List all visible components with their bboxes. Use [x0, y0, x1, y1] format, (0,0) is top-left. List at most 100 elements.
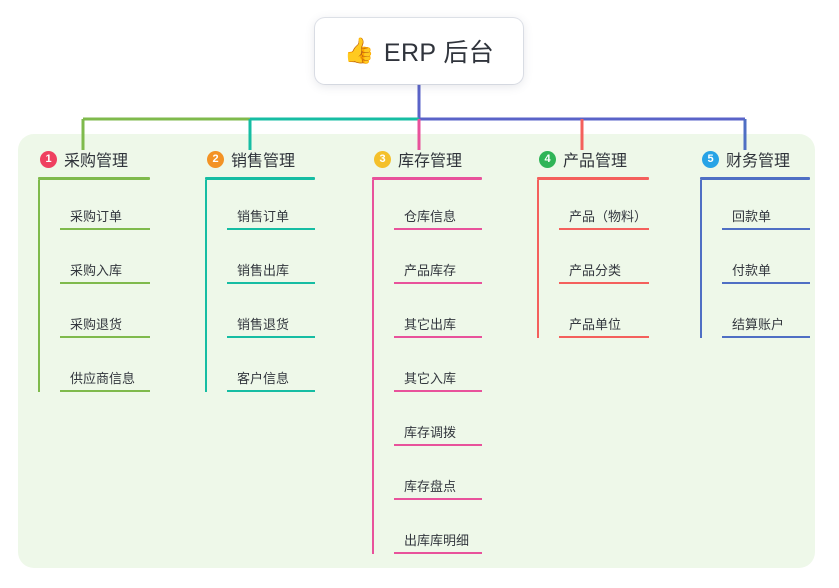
branch-item-underline [394, 444, 482, 446]
branch-item[interactable]: 出库库明细 [394, 504, 482, 558]
branch-item[interactable]: 回款单 [722, 180, 810, 234]
branch-item-underline [227, 336, 315, 338]
branch-underline [700, 177, 810, 180]
branch-underline [537, 177, 649, 180]
branch-item-underline [394, 336, 482, 338]
branch-item-label: 销售退货 [237, 317, 290, 332]
branch-title: 产品管理 [563, 153, 628, 170]
branch-item-label: 结算账户 [732, 317, 785, 332]
branch-column-4: 4 产品管理产品（物料） 产品分类产品单位 [537, 146, 649, 342]
branch-item-label: 付款单 [732, 263, 772, 278]
branch-number-badge: 3 [374, 150, 391, 168]
branch-item-list: 销售订单销售出库销售退货客户信息 [205, 180, 315, 396]
branch-spine [372, 180, 374, 554]
branch-number-badge: 4 [539, 150, 556, 168]
branch-title: 销售管理 [231, 153, 296, 170]
branch-item-list: 产品（物料） 产品分类产品单位 [537, 180, 649, 342]
branch-item[interactable]: 其它出库 [394, 288, 482, 342]
branch-item-list: 回款单付款单结算账户 [700, 180, 810, 342]
branch-item-label: 产品分类 [569, 263, 622, 278]
branch-number-badge: 5 [702, 150, 719, 168]
branch-item-label: 采购订单 [70, 209, 123, 224]
branch-item[interactable]: 供应商信息 [60, 342, 150, 396]
branch-item-label: 客户信息 [237, 371, 290, 386]
thumbs-up-emoji: 👍 [343, 36, 375, 65]
branch-spine [38, 180, 40, 392]
diagram-panel [18, 134, 815, 568]
branch-item[interactable]: 库存调拨 [394, 396, 482, 450]
branch-item-label: 采购入库 [70, 263, 123, 278]
branch-underline [205, 177, 315, 180]
branch-item[interactable]: 销售退货 [227, 288, 315, 342]
branch-header-2[interactable]: 2 销售管理 [205, 146, 315, 172]
branch-item-underline [394, 390, 482, 392]
branch-item[interactable]: 客户信息 [227, 342, 315, 396]
branch-item-underline [227, 228, 315, 230]
branch-item-underline [227, 282, 315, 284]
branch-item[interactable]: 结算账户 [722, 288, 810, 342]
branch-number-badge: 2 [207, 150, 224, 168]
branch-item-underline [722, 282, 810, 284]
branch-item-label: 回款单 [732, 209, 772, 224]
branch-item-underline [394, 552, 482, 554]
branch-column-1: 1 采购管理采购订单采购入库采购退货供应商信息 [38, 146, 150, 396]
branch-item-list: 采购订单采购入库采购退货供应商信息 [38, 180, 150, 396]
branch-underline [38, 177, 150, 180]
branch-header-1[interactable]: 1 采购管理 [38, 146, 150, 172]
branch-item[interactable]: 销售订单 [227, 180, 315, 234]
branch-number-badge: 1 [40, 150, 57, 168]
branch-item[interactable]: 采购退货 [60, 288, 150, 342]
branch-spine [205, 180, 207, 392]
branch-item[interactable]: 产品分类 [559, 234, 649, 288]
branch-title: 采购管理 [64, 153, 129, 170]
branch-item-underline [227, 390, 315, 392]
branch-item-label: 库存盘点 [404, 479, 457, 494]
branch-item-underline [60, 336, 150, 338]
branch-item-label: 其它出库 [404, 317, 457, 332]
branch-item-label: 销售订单 [237, 209, 290, 224]
branch-item-underline [559, 228, 649, 230]
branch-item-label: 产品单位 [569, 317, 622, 332]
branch-item-underline [60, 282, 150, 284]
branch-item-underline [394, 498, 482, 500]
branch-item[interactable]: 产品（物料） [559, 180, 649, 234]
branch-item[interactable]: 库存盘点 [394, 450, 482, 504]
branch-item[interactable]: 付款单 [722, 234, 810, 288]
branch-item[interactable]: 采购订单 [60, 180, 150, 234]
root-node-card[interactable]: 👍 ERP 后台 [315, 18, 523, 84]
branch-item-label: 其它入库 [404, 371, 457, 386]
branch-column-5: 5 财务管理回款单付款单结算账户 [700, 146, 810, 342]
branch-item-underline [722, 336, 810, 338]
branch-item-underline [394, 282, 482, 284]
branch-item-label: 仓库信息 [404, 209, 457, 224]
branch-item[interactable]: 产品单位 [559, 288, 649, 342]
branch-title: 财务管理 [726, 153, 791, 170]
branch-spine [700, 180, 702, 338]
branch-item-underline [559, 336, 649, 338]
branch-item[interactable]: 其它入库 [394, 342, 482, 396]
branch-item-underline [722, 228, 810, 230]
branch-column-2: 2 销售管理销售订单销售出库销售退货客户信息 [205, 146, 315, 396]
branch-item-underline [394, 228, 482, 230]
branch-item[interactable]: 产品库存 [394, 234, 482, 288]
branch-underline [372, 177, 482, 180]
branch-header-5[interactable]: 5 财务管理 [700, 146, 810, 172]
branch-item-list: 仓库信息产品库存其它出库其它入库库存调拨库存盘点出库库明细 [372, 180, 482, 558]
branch-item-label: 供应商信息 [70, 371, 136, 386]
branch-item-label: 产品（物料） [569, 209, 648, 224]
branch-item-label: 销售出库 [237, 263, 290, 278]
branch-item-underline [559, 282, 649, 284]
root-node-title: ERP 后台 [383, 39, 495, 67]
branch-header-4[interactable]: 4 产品管理 [537, 146, 649, 172]
branch-spine [537, 180, 539, 338]
branch-item-underline [60, 390, 150, 392]
branch-item-label: 产品库存 [404, 263, 457, 278]
branch-item[interactable]: 仓库信息 [394, 180, 482, 234]
branch-item-label: 库存调拨 [404, 425, 457, 440]
branch-item[interactable]: 销售出库 [227, 234, 315, 288]
branch-item-label: 出库库明细 [404, 533, 470, 548]
branch-item[interactable]: 采购入库 [60, 234, 150, 288]
